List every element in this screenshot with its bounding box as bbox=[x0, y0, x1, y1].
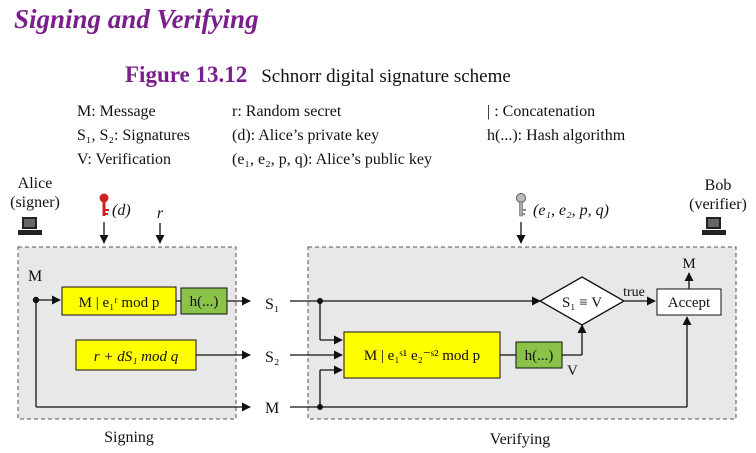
v-label: V bbox=[567, 363, 578, 379]
s1-label: S₁ bbox=[265, 296, 279, 313]
figure-title: Figure 13.12 Schnorr digital signature s… bbox=[125, 62, 511, 88]
signing-panel bbox=[17, 246, 237, 420]
compare-label: S₁ ≡ V bbox=[562, 295, 602, 311]
accept-label: Accept bbox=[668, 295, 711, 311]
verify-box-label: M | e₁ˢ¹ e₂⁻ˢ² mod p bbox=[364, 348, 480, 364]
true-label: true bbox=[623, 285, 645, 300]
figure-caption: Schnorr digital signature scheme bbox=[261, 66, 511, 87]
compare-diamond bbox=[538, 276, 626, 326]
verifying-caption: Verifying bbox=[490, 431, 550, 448]
public-key-icon bbox=[516, 193, 526, 217]
accept-box bbox=[656, 288, 722, 316]
legend-signatures: S₁, S₂: Signatures bbox=[77, 127, 190, 144]
signing-message-label: M bbox=[28, 268, 42, 285]
random-secret-label: r bbox=[157, 205, 164, 222]
legend-hash: h(...): Hash algorithm bbox=[487, 127, 626, 144]
alice-role: (signer) bbox=[10, 194, 60, 211]
legend-private-key: (d): Alice’s private key bbox=[232, 127, 380, 144]
sign-box-2-label: r + dS₁ mod q bbox=[94, 349, 179, 365]
m-label: M bbox=[265, 400, 279, 417]
legend-message: M: Message bbox=[77, 103, 156, 120]
s2-label: S₂ bbox=[265, 349, 279, 366]
legend-verification: V: Verification bbox=[77, 151, 172, 168]
legend-public-key: (e₁, e₂, p, q): Alice’s public key bbox=[232, 151, 432, 168]
alice-computer-icon bbox=[18, 217, 42, 235]
section-heading: Signing and Verifying bbox=[14, 4, 259, 34]
sign-hash-label: h(...) bbox=[190, 294, 219, 310]
bob-computer-icon bbox=[702, 217, 726, 235]
signing-caption: Signing bbox=[104, 429, 154, 446]
sign-box-2 bbox=[75, 339, 197, 371]
sign-box-1 bbox=[61, 286, 177, 316]
public-key-label: (e₁, e₂, p, q) bbox=[533, 202, 609, 219]
bob-label: Bob bbox=[705, 177, 732, 194]
alice-label: Alice bbox=[18, 175, 53, 192]
figure-label: Figure 13.12 bbox=[125, 62, 248, 87]
verify-hash-box bbox=[515, 341, 563, 369]
private-key-icon bbox=[99, 193, 109, 216]
private-key-label: (d) bbox=[112, 202, 131, 219]
sign-hash-box bbox=[180, 287, 228, 315]
sign-box-1-label: M | e₁ʳ mod p bbox=[79, 295, 160, 311]
legend-random-secret: r: Random secret bbox=[232, 103, 342, 120]
verify-hash-label: h(...) bbox=[525, 348, 554, 364]
accept-output-label: M bbox=[682, 256, 695, 272]
legend-concatenation: | : Concatenation bbox=[487, 103, 596, 120]
bob-role: (verifier) bbox=[689, 196, 747, 213]
